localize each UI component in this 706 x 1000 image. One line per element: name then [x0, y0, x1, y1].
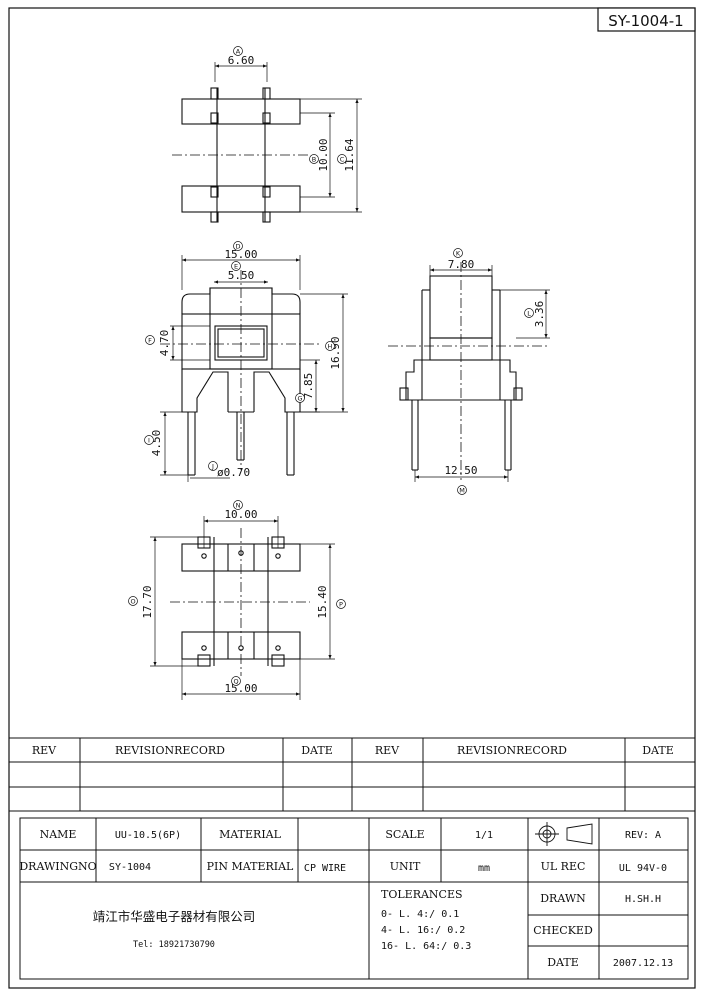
dim-front-left-height: 4.70 — [158, 330, 171, 357]
callout-g: G — [295, 393, 305, 403]
company-name: 靖江市华盛电子器材有限公司 — [93, 909, 256, 924]
rev-header-2: REV — [375, 744, 400, 757]
drawingno-label: DRAWINGNO — [19, 860, 96, 873]
dim-top-width: 6.60 — [228, 54, 255, 67]
dim-front-pin-length: 4.50 — [150, 430, 163, 457]
drawingno-value: SY-1004 — [109, 862, 151, 873]
projection-symbol-icon — [535, 822, 593, 846]
dim-bottom-width: 15.00 — [224, 682, 257, 695]
dim-bottom-top-width: 10.00 — [224, 508, 257, 521]
dim-side-width: 7.80 — [448, 258, 475, 271]
callout-j: J — [208, 461, 218, 471]
ul-rec-value: UL 94V-0 — [619, 863, 667, 874]
front-view — [160, 255, 348, 482]
callout-b: B — [309, 154, 319, 164]
checked-label: CHECKED — [533, 924, 593, 937]
rev-header-1: REV — [32, 744, 57, 757]
callout-d: D — [233, 241, 243, 251]
revision-table — [9, 737, 695, 812]
svg-text:K: K — [456, 249, 461, 257]
rev-value: REV: A — [625, 830, 661, 841]
revision-record-header-2: REVISIONRECORD — [457, 744, 567, 757]
drawn-label: DRAWN — [540, 892, 586, 905]
doc-number-box: SY-1004-1 — [597, 7, 696, 32]
svg-text:A: A — [236, 47, 241, 55]
sheet-border — [8, 7, 696, 989]
svg-text:I: I — [148, 436, 150, 444]
tolerance-line-1: 0- L. 4:/ 0.1 — [381, 909, 459, 920]
callout-f: F — [145, 335, 155, 345]
svg-text:H: H — [328, 342, 333, 350]
callout-e: E — [231, 261, 241, 271]
dim-front-width: 15.00 — [224, 248, 257, 261]
callout-a: A — [233, 46, 243, 56]
dim-bottom-height-outer: 17.70 — [141, 585, 154, 618]
svg-text:P: P — [339, 600, 343, 608]
callout-markers: A B C D E F G H I J K L M N O P Q — [128, 46, 534, 686]
callout-h: H — [325, 341, 335, 351]
date-value: 2007.12.13 — [613, 958, 673, 969]
dim-side-height: 3.36 — [533, 301, 546, 328]
bottom-view — [150, 516, 335, 700]
svg-text:D: D — [235, 242, 240, 250]
dim-front-core-width: 5.50 — [228, 269, 255, 282]
svg-text:N: N — [236, 501, 241, 509]
side-view — [388, 262, 550, 482]
tolerance-line-3: 16- L. 64:/ 0.3 — [381, 941, 471, 952]
pin-material-label: PIN MATERIAL — [207, 860, 294, 873]
tolerances-title: TOLERANCES — [381, 888, 463, 901]
dim-pin-diameter: ø0.70 — [217, 466, 250, 479]
dim-bottom-height-inner: 15.40 — [316, 585, 329, 618]
revision-record-header-1: REVISIONRECORD — [115, 744, 225, 757]
dim-side-pin-span: 12.50 — [444, 464, 477, 477]
callout-l: L — [524, 308, 534, 318]
dim-top-outer-height: 11.64 — [343, 138, 356, 171]
date-header-1: DATE — [301, 744, 333, 757]
name-label: NAME — [40, 828, 77, 841]
scale-label: SCALE — [385, 828, 424, 841]
date-header-2: DATE — [642, 744, 674, 757]
date-label: DATE — [547, 956, 579, 969]
callout-c: C — [337, 154, 347, 164]
dim-front-mid-height: 7.85 — [302, 373, 315, 400]
title-block — [19, 817, 689, 980]
svg-text:G: G — [297, 394, 302, 402]
tolerance-line-2: 4- L. 16:/ 0.2 — [381, 925, 465, 936]
svg-text:M: M — [459, 486, 465, 494]
svg-text:F: F — [148, 336, 152, 344]
callout-k: K — [453, 248, 463, 258]
svg-text:L: L — [527, 309, 531, 317]
callout-i: I — [144, 435, 154, 445]
dim-top-inner-height: 10.00 — [317, 138, 330, 171]
doc-number: SY-1004-1 — [608, 12, 683, 30]
svg-text:J: J — [211, 462, 214, 470]
callout-n: N — [233, 500, 243, 510]
company-tel: Tel: 18921730790 — [133, 940, 215, 950]
svg-text:Q: Q — [233, 677, 238, 685]
name-value: UU-10.5(6P) — [115, 830, 181, 841]
unit-value: mm — [478, 863, 490, 874]
drawn-value: H.SH.H — [625, 894, 661, 905]
svg-text:B: B — [312, 155, 316, 163]
callout-m: M — [457, 485, 467, 495]
callout-q: Q — [231, 676, 241, 686]
callout-p: P — [336, 599, 346, 609]
svg-text:O: O — [130, 597, 135, 605]
svg-text:E: E — [234, 262, 238, 270]
ul-rec-label: UL REC — [541, 860, 586, 873]
svg-text:C: C — [340, 155, 345, 163]
callout-o: O — [128, 596, 138, 606]
unit-label: UNIT — [390, 860, 421, 873]
pin-material-value: CP WIRE — [304, 863, 346, 874]
material-label: MATERIAL — [219, 828, 282, 841]
top-view — [172, 62, 362, 223]
scale-value: 1/1 — [475, 830, 493, 841]
